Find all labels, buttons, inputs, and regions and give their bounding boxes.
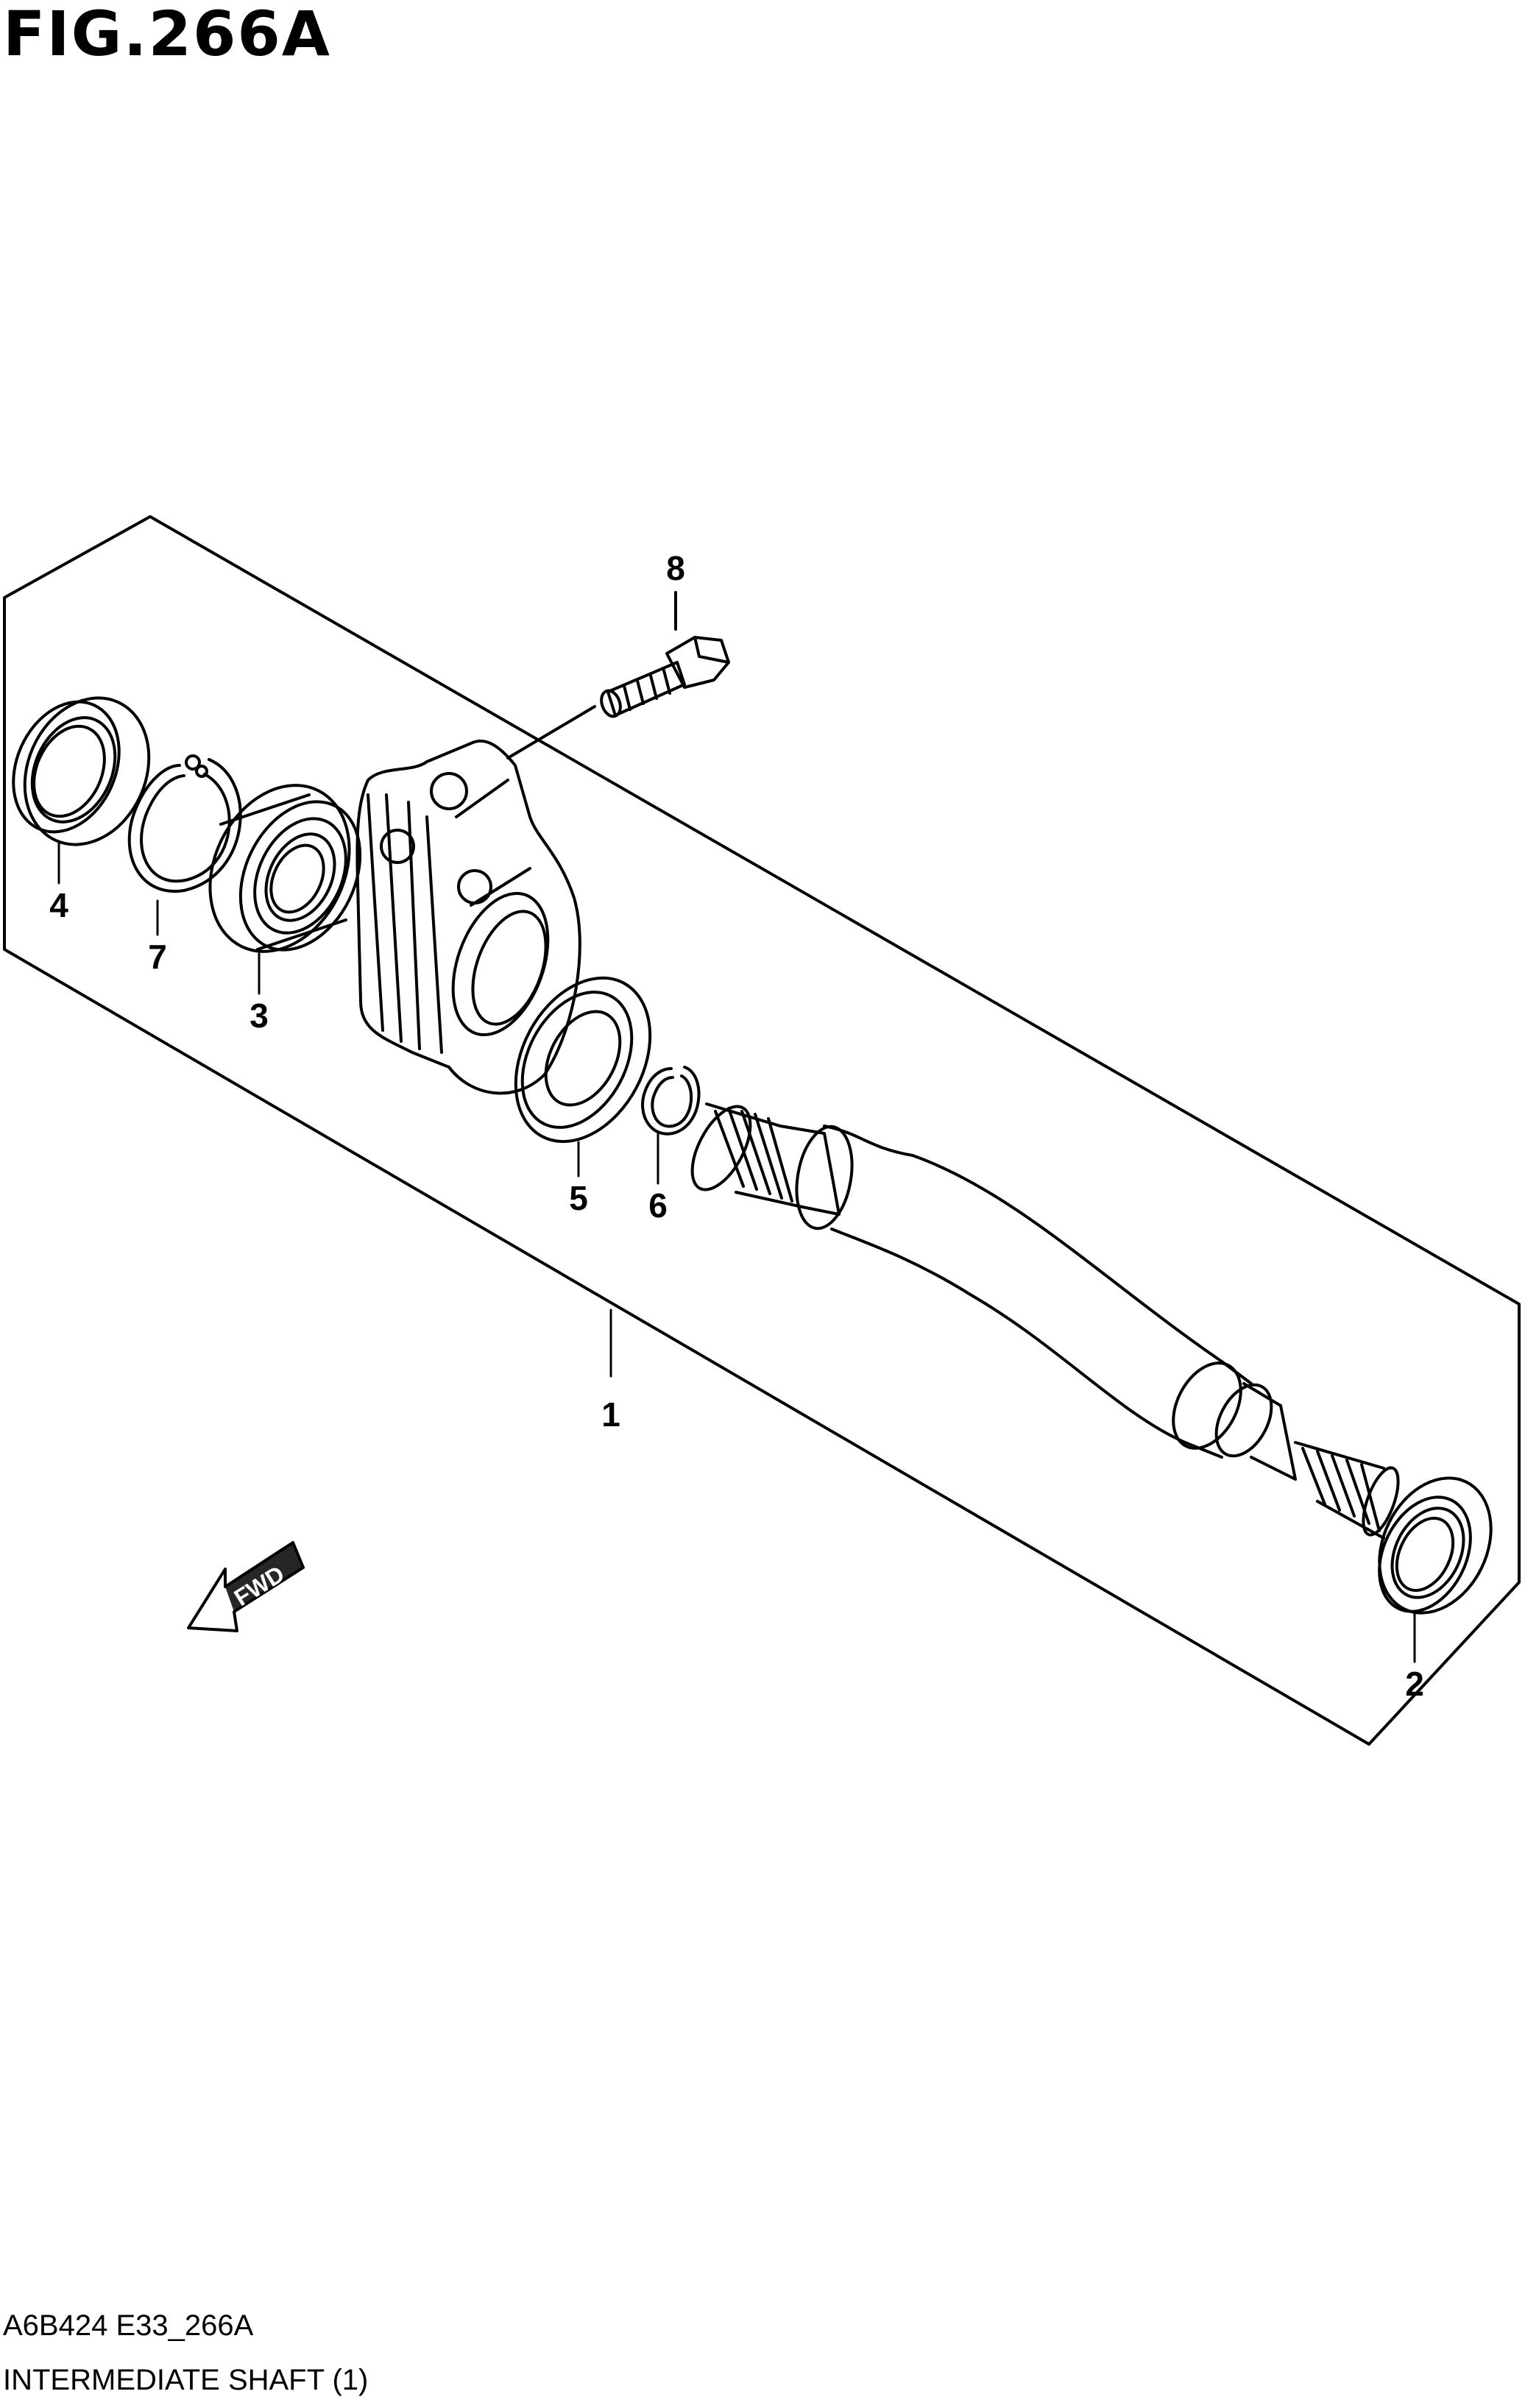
callout-8: 8 (666, 549, 685, 587)
fwd-arrow: FWD (187, 1541, 305, 1632)
intermediate-shaft (690, 1102, 1400, 1540)
callout-4: 4 (49, 886, 68, 924)
callout-6: 6 (648, 1186, 668, 1225)
figure-title: FIG.266A (3, 0, 331, 70)
figure-code: A6B424 E33_266A (3, 2309, 254, 2342)
assembly-outline (3, 515, 1521, 1746)
callout-1: 1 (601, 1395, 620, 1434)
callout-5: 5 (569, 1179, 588, 1217)
oil-seal-right (1378, 1476, 1493, 1615)
flange-bolt (506, 591, 730, 759)
callout-2: 2 (1405, 1665, 1424, 1703)
snap-ring-left (127, 754, 242, 893)
figure-name: INTERMEDIATE SHAFT (1) (3, 2364, 369, 2396)
circlip-small (641, 1066, 701, 1136)
shaft-bracket (355, 739, 581, 1095)
oil-seal-left (12, 696, 151, 846)
callout-3: 3 (250, 996, 269, 1035)
callout-7: 7 (148, 938, 167, 976)
leader-lines (57, 842, 1416, 1663)
thrust-washer (514, 976, 652, 1144)
bearing (208, 784, 362, 953)
